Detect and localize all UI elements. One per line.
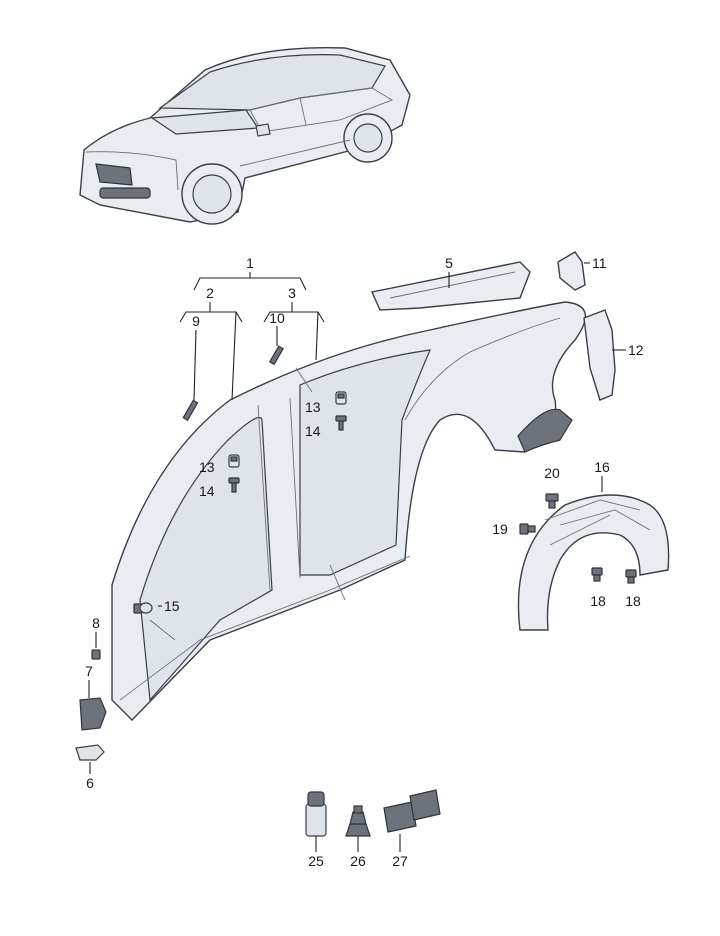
clip-part-15 [133, 602, 153, 614]
grommet-part-26 [345, 805, 371, 837]
car-overview-illustration [79, 47, 411, 225]
callout-8: 8 [92, 615, 100, 631]
rail-part-5 [371, 261, 531, 311]
callout-16: 16 [594, 459, 610, 475]
pads-part-27 [383, 789, 441, 833]
screw-part-19 [519, 523, 536, 535]
callout-13b: 13 [199, 459, 215, 475]
callout-20: 20 [544, 465, 560, 481]
screw-part-14b [228, 477, 240, 493]
bracket-part-7 [79, 697, 107, 731]
callout-1: 1 [246, 255, 254, 271]
callout-2: 2 [206, 285, 214, 301]
callout-12: 12 [628, 342, 644, 358]
screw-part-18a [591, 567, 603, 582]
callout-27: 27 [392, 853, 408, 869]
reinforcement-part-12 [583, 309, 616, 401]
bolt-part-13a [335, 391, 347, 405]
callout-26: 26 [350, 853, 366, 869]
callout-3: 3 [288, 285, 296, 301]
callout-11: 11 [592, 255, 607, 271]
callout-9: 9 [192, 313, 200, 329]
callout-19: 19 [492, 521, 508, 537]
screw-part-18b [625, 569, 637, 584]
callout-14a: 14 [305, 423, 321, 439]
bracket-part-11 [557, 251, 586, 291]
callout-7: 7 [85, 663, 93, 679]
callout-18a: 18 [590, 593, 606, 609]
callout-5: 5 [445, 255, 453, 271]
screw-part-20 [545, 493, 559, 509]
clip-part-8 [91, 649, 101, 660]
stud-part-9 [182, 399, 199, 421]
cylinder-part-25 [305, 791, 327, 837]
callout-14b: 14 [199, 483, 215, 499]
screw-part-14a [335, 415, 347, 431]
callout-18b: 18 [625, 593, 641, 609]
wheel-arch-liner-part-16 [517, 494, 670, 631]
bracket-part-6 [75, 744, 105, 761]
callout-15: 15 [164, 598, 180, 614]
leader-lines [88, 262, 626, 852]
side-panel-part-1 [111, 301, 587, 721]
callout-25: 25 [308, 853, 324, 869]
callout-10: 10 [269, 310, 285, 326]
bolt-part-13b [228, 454, 240, 468]
callout-13a: 13 [305, 399, 321, 415]
stud-part-10 [268, 345, 284, 366]
callout-6: 6 [86, 775, 94, 791]
